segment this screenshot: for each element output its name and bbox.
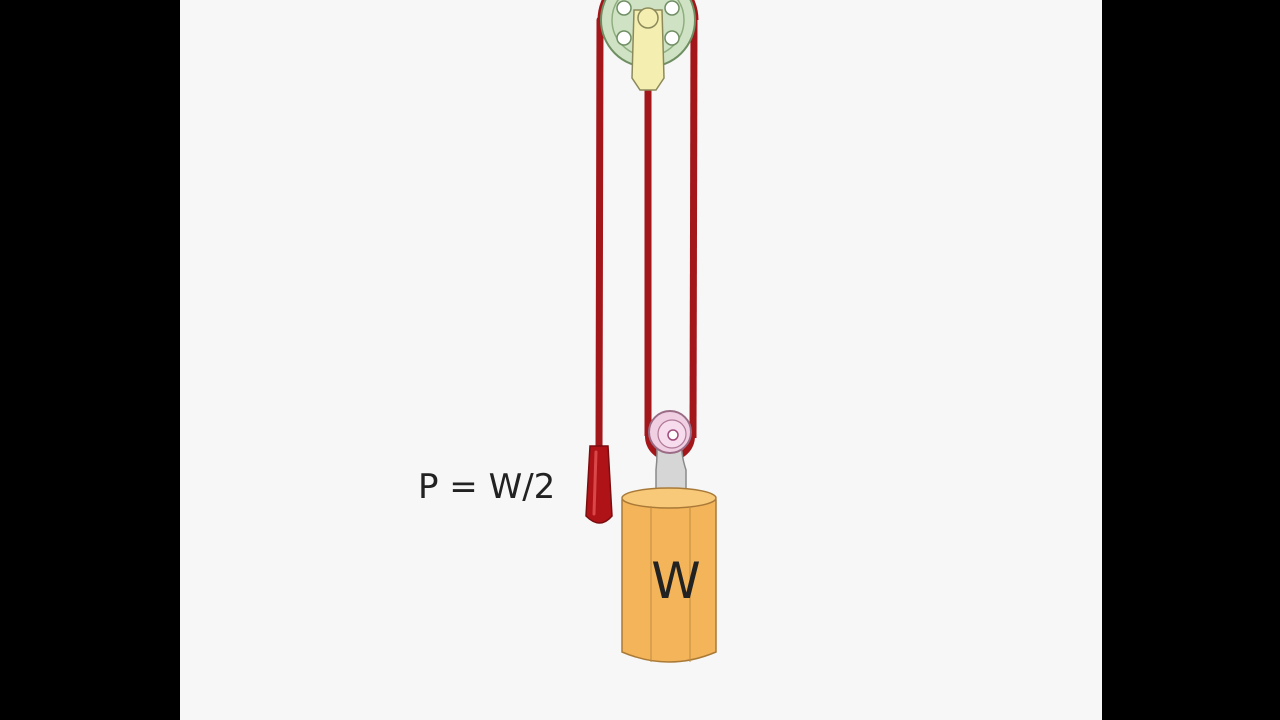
fixed-pulley-icon (597, 0, 699, 91)
letterbox-right (1102, 0, 1280, 720)
effort-label: P = W/2 (418, 467, 555, 507)
load-weight-icon: W (621, 487, 717, 663)
rope-right-segment (689, 19, 698, 439)
letterbox-left (0, 0, 180, 720)
movable-pulley-icon (648, 410, 692, 501)
pull-handle-icon (585, 445, 613, 524)
rope-effort-segment (595, 16, 604, 454)
load-label: W (651, 552, 700, 610)
fixed-pulley-bracket (631, 9, 665, 91)
